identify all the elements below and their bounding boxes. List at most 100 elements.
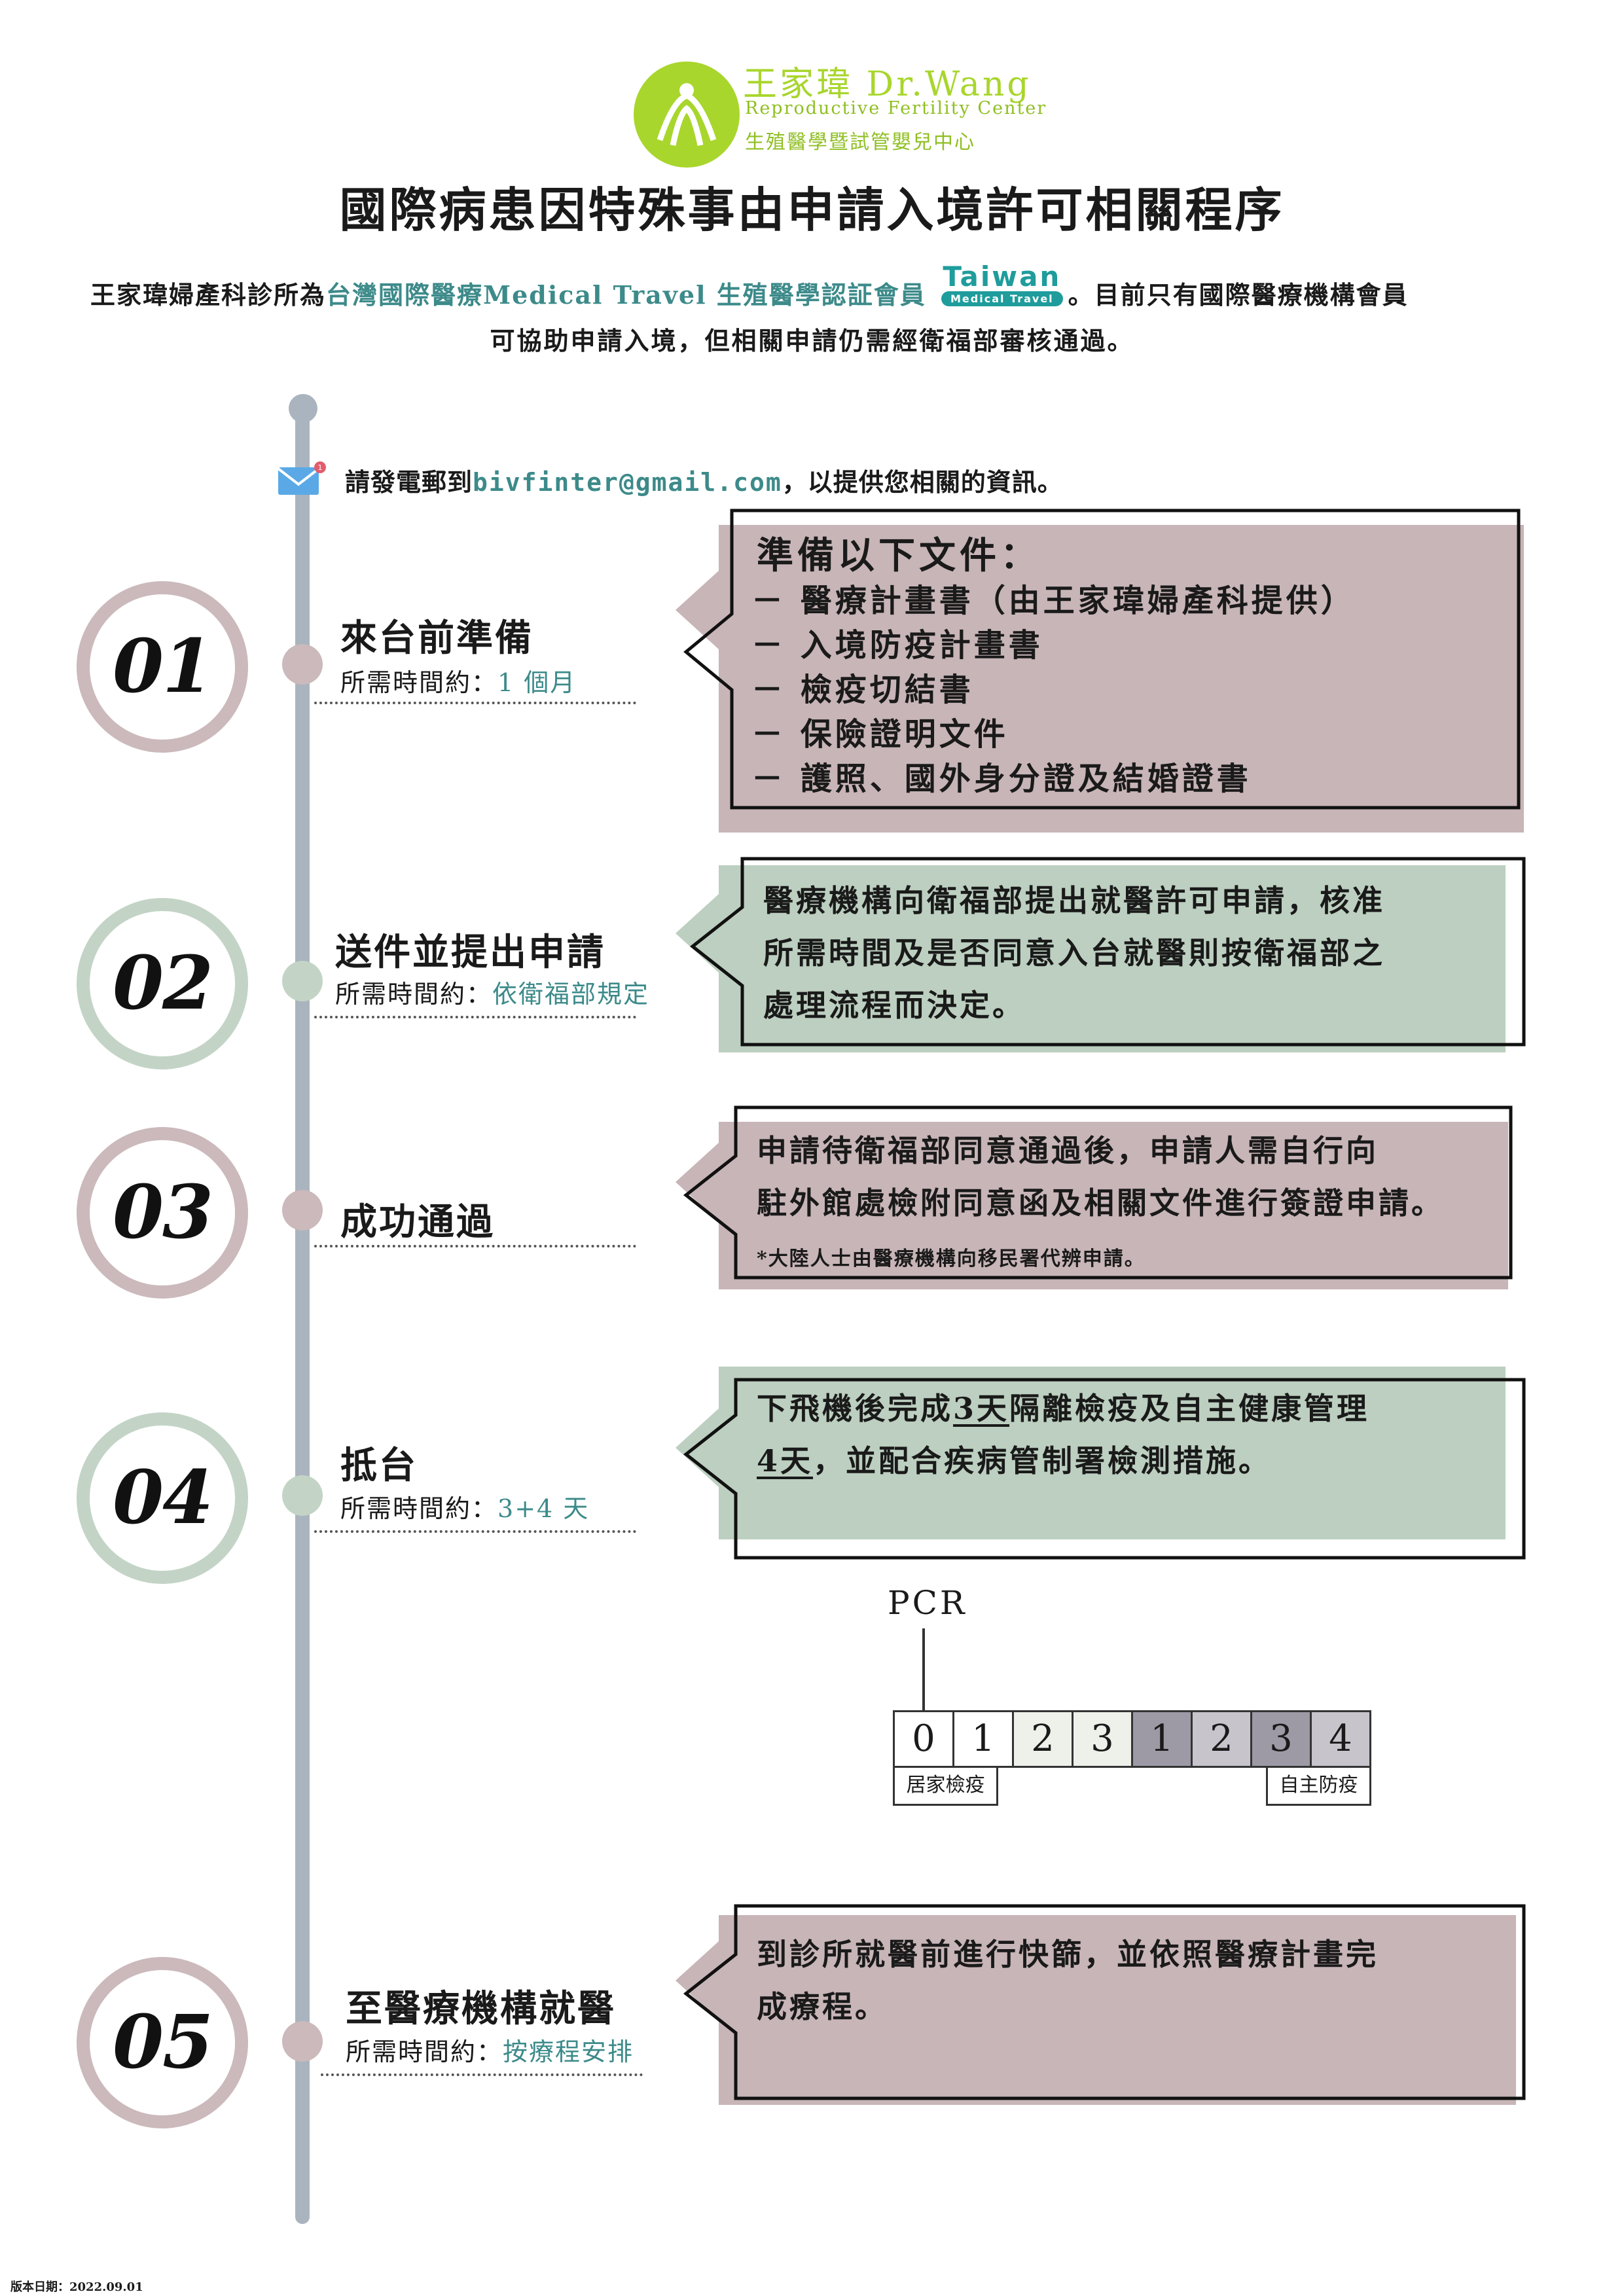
step-05-dotted-rule bbox=[321, 2073, 643, 2076]
pcr-day-cell: 4 bbox=[1310, 1710, 1371, 1768]
callout-text: ，並配合疾病管制署檢測措施。 bbox=[813, 1443, 1272, 1479]
step-05-title: 至醫療機構就醫 bbox=[346, 1987, 616, 2030]
mail-icon: 1 bbox=[277, 461, 326, 495]
pcr-connector-line bbox=[922, 1628, 925, 1719]
taiwan-logo-word: Taiwan bbox=[943, 260, 1062, 293]
step-01-time: 所需時間約：1 個月 bbox=[340, 662, 576, 698]
contact-line: 請發電郵到bivfinter@gmail.com，以提供您相關的資訊。 bbox=[345, 462, 1063, 498]
step-05-timeline-dot bbox=[282, 2021, 323, 2062]
step-time-value: 依衛福部規定 bbox=[492, 980, 650, 1009]
callout-text: 隔離檢疫及自主健康管理 bbox=[1009, 1391, 1370, 1426]
contact-prefix: 請發電郵到 bbox=[345, 467, 473, 497]
callout-note: *大陸人士由醫療機構向移民署代辨申請。 bbox=[757, 1247, 1146, 1270]
step-03-timeline-dot bbox=[282, 1190, 323, 1230]
timeline-start-dot bbox=[289, 394, 317, 423]
callout-body: 到診所就醫前進行快篩，並依照醫療計畫完 成療程。 bbox=[757, 1928, 1379, 2033]
intro-line-2: 可協助申請入境，但相關申請仍需經衛福部審核通過。 bbox=[490, 326, 1134, 355]
step-04-title: 抵台 bbox=[340, 1444, 418, 1487]
callout-underlined: 4天 bbox=[757, 1443, 814, 1479]
callout-line: 成療程。 bbox=[757, 1989, 888, 2024]
step-number: 04 bbox=[113, 1455, 213, 1541]
pcr-day-cell: 0 bbox=[893, 1710, 954, 1768]
intro-line-1: 王家瑋婦產科診所為台灣國際醫療Medical Travel 生殖醫學認証會員 T… bbox=[90, 262, 1409, 319]
pcr-day-cell: 1 bbox=[952, 1710, 1014, 1768]
callout-line: 申請待衛福部同意通過後，申請人需自行向 bbox=[757, 1133, 1379, 1168]
callout-line: 到診所就醫前進行快篩，並依照醫療計畫完 bbox=[757, 1937, 1379, 1972]
callout-line: 所需時間及是否同意入台就醫則按衛福部之 bbox=[763, 935, 1385, 971]
callout-line: 4天，並配合疾病管制署檢測措施。 bbox=[757, 1435, 1369, 1487]
callout-frame bbox=[676, 509, 1524, 833]
step-time-value: 按療程安排 bbox=[503, 2037, 634, 2066]
callout-line: 駐外館處檢附同意函及相關文件進行簽證申請。 bbox=[757, 1185, 1444, 1221]
callout-line: 醫療機構向衛福部提出就醫許可申請，核准 bbox=[763, 883, 1385, 918]
step-05-badge: 05 bbox=[77, 1957, 248, 2128]
step-03-callout: 申請待衛福部同意通過後，申請人需自行向 駐外館處檢附同意函及相關文件進行簽證申請… bbox=[676, 1103, 1528, 1289]
document-item: － 入境防疫計畫書 bbox=[751, 627, 1043, 664]
step-01-badge: 01 bbox=[77, 581, 248, 753]
intro-suffix: 。目前只有國際醫療機構會員 bbox=[1068, 280, 1409, 310]
step-time-label: 所需時間約： bbox=[340, 1494, 498, 1523]
step-time-value: 3+4 天 bbox=[497, 1494, 590, 1523]
document-item: － 保險證明文件 bbox=[751, 716, 1009, 753]
step-03-title: 成功通過 bbox=[340, 1200, 495, 1244]
step-time-label: 所需時間約： bbox=[340, 668, 498, 697]
step-number: 05 bbox=[113, 2000, 213, 2085]
callout-title: 準備以下文件： bbox=[757, 534, 1041, 577]
taiwan-medical-travel-logo: Taiwan Medical Travel bbox=[941, 262, 1063, 306]
step-03-dotted-rule bbox=[314, 1245, 636, 1247]
callout-frame bbox=[676, 1105, 1513, 1289]
step-01-title: 來台前準備 bbox=[340, 617, 533, 660]
step-04-callout: 下飛機後完成3天隔離檢疫及自主健康管理 4天，並配合疾病管制署檢測措施。 bbox=[676, 1363, 1528, 1564]
step-05-callout: 到診所就醫前進行快篩，並依照醫療計畫完 成療程。 bbox=[676, 1902, 1528, 2105]
home-quarantine-label: 居家檢疫 bbox=[893, 1768, 998, 1806]
intro-prefix: 王家瑋婦產科診所為 bbox=[90, 280, 327, 310]
step-02-title: 送件並提出申請 bbox=[335, 931, 605, 974]
logo-mark-icon bbox=[657, 83, 717, 146]
document-list: － 醫療計畫書（由王家瑋婦產科提供） － 入境防疫計畫書 － 檢疫切結書 － 保… bbox=[751, 579, 1356, 801]
document-item: － 護照、國外身分證及結婚證書 bbox=[751, 761, 1252, 797]
clinic-logo bbox=[634, 62, 740, 168]
timeline-bar bbox=[295, 411, 310, 2224]
callout-line: 下飛機後完成3天隔離檢疫及自主健康管理 bbox=[757, 1382, 1369, 1435]
self-health-management-label: 自主防疫 bbox=[1266, 1768, 1371, 1806]
step-02-dotted-rule bbox=[314, 1016, 636, 1018]
callout-body: 醫療機構向衛福部提出就醫許可申請，核准 所需時間及是否同意入台就醫則按衛福部之 … bbox=[763, 874, 1385, 1031]
step-time-label: 所需時間約： bbox=[335, 980, 493, 1009]
callout-frame bbox=[676, 857, 1526, 1052]
callout-line: 處理流程而決定。 bbox=[763, 988, 1025, 1023]
callout-body: 申請待衛福部同意通過後，申請人需自行向 駐外館處檢附同意函及相關文件進行簽證申請… bbox=[757, 1124, 1444, 1229]
step-02-timeline-dot bbox=[282, 961, 323, 1001]
svg-text:1: 1 bbox=[318, 463, 323, 472]
step-02-badge: 02 bbox=[77, 898, 248, 1069]
callout-body: 下飛機後完成3天隔離檢疫及自主健康管理 4天，並配合疾病管制署檢測措施。 bbox=[757, 1382, 1369, 1487]
step-05-time: 所需時間約：按療程安排 bbox=[346, 2032, 634, 2068]
contact-suffix: ，以提供您相關的資訊。 bbox=[782, 467, 1063, 497]
version-date: 版本日期：2022.09.01 bbox=[10, 2280, 143, 2294]
logo-chinese-name: 生殖醫學暨試管嬰兒中心 bbox=[745, 131, 975, 154]
taiwan-logo-sub: Medical Travel bbox=[941, 291, 1063, 306]
step-time-value: 1 個月 bbox=[497, 668, 577, 697]
step-04-time: 所需時間約：3+4 天 bbox=[340, 1488, 589, 1524]
logo-subtitle: Reproductive Fertility Center bbox=[745, 98, 1047, 118]
pcr-day-cell: 1 bbox=[1131, 1710, 1193, 1768]
step-number: 02 bbox=[113, 941, 213, 1026]
logo-name: 王家瑋 Dr.Wang bbox=[743, 65, 1032, 104]
document-item: － 醫療計畫書（由王家瑋婦產科提供） bbox=[751, 583, 1356, 619]
pcr-day-cell: 3 bbox=[1072, 1710, 1133, 1768]
callout-text: 下飛機後完成 bbox=[757, 1391, 953, 1426]
callout-frame bbox=[676, 1367, 1526, 1560]
step-number: 03 bbox=[113, 1170, 213, 1255]
step-01-timeline-dot bbox=[282, 644, 323, 685]
document-item: － 檢疫切結書 bbox=[751, 672, 974, 708]
pcr-day-cell: 2 bbox=[1191, 1710, 1252, 1768]
callout-underlined: 3天 bbox=[953, 1391, 1010, 1426]
step-02-callout: 醫療機構向衛福部提出就醫許可申請，核准 所需時間及是否同意入台就醫則按衛福部之 … bbox=[676, 855, 1528, 1052]
pcr-day-cell: 3 bbox=[1250, 1710, 1312, 1768]
page-title: 國際病患因特殊事由申請入境許可相關程序 bbox=[339, 182, 1285, 238]
pcr-label: PCR bbox=[888, 1584, 967, 1622]
step-04-dotted-rule bbox=[314, 1530, 636, 1533]
step-04-badge: 04 bbox=[77, 1412, 248, 1584]
contact-email-link[interactable]: bivfinter@gmail.com bbox=[473, 468, 782, 497]
intro-highlight: 台灣國際醫療Medical Travel 生殖醫學認証會員 bbox=[326, 280, 926, 310]
step-03-badge: 03 bbox=[77, 1127, 248, 1299]
